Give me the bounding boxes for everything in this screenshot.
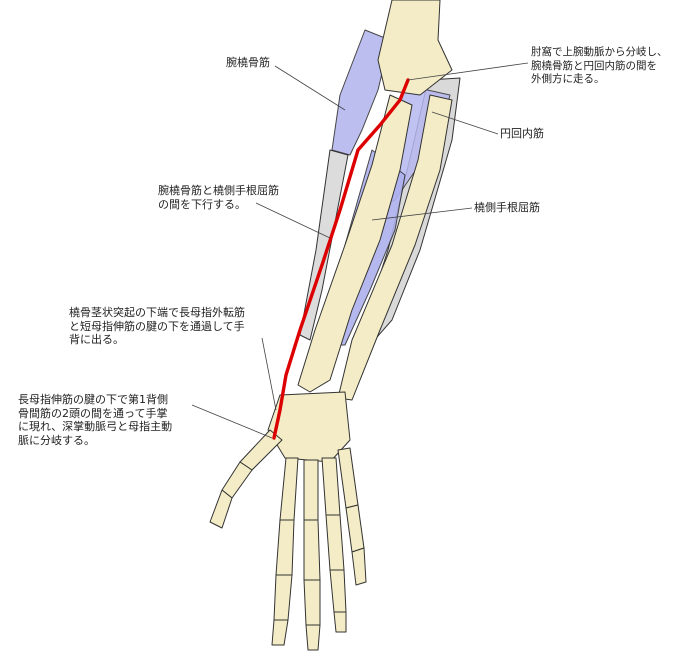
label-flexor-carpi-radialis: 橈側手根屈筋 [474, 201, 540, 214]
leader-origin-note [407, 62, 529, 81]
thumb-bones [209, 429, 283, 529]
leader-styloid-note [261, 337, 277, 411]
leader-pronator-teres [431, 111, 499, 135]
label-brachioradialis: 腕橈骨筋 [226, 56, 270, 69]
label-pronator-teres: 円回内筋 [500, 127, 544, 140]
leader-between-note [255, 202, 331, 239]
radial-artery [272, 78, 410, 440]
label-origin-note: 肘窩で上腕動脈から分岐し、 腕橈骨筋と円回内筋の間を 外側方に走る。 [531, 46, 668, 85]
humerus-bone [377, 0, 453, 96]
label-between-note: 腕橈骨筋と橈側手根屈筋 の間を下行する。 [158, 184, 279, 211]
leader-flexor-carpi-radialis [371, 207, 473, 221]
leader-dorsal-note [191, 404, 273, 439]
radius-bone [297, 94, 413, 393]
leader-brachioradialis [274, 65, 346, 111]
finger-bones [271, 447, 367, 651]
label-dorsal-note: 長母指伸筋の腱の下で第1背側 骨間筋の2頭の間を通って手掌 に現れ、深掌動脈弓と… [18, 393, 173, 447]
label-styloid-note: 橈骨茎状突起の下端で長母指外転筋 と短母指伸筋の腱の下を通過して手 背に出る。 [69, 306, 245, 346]
